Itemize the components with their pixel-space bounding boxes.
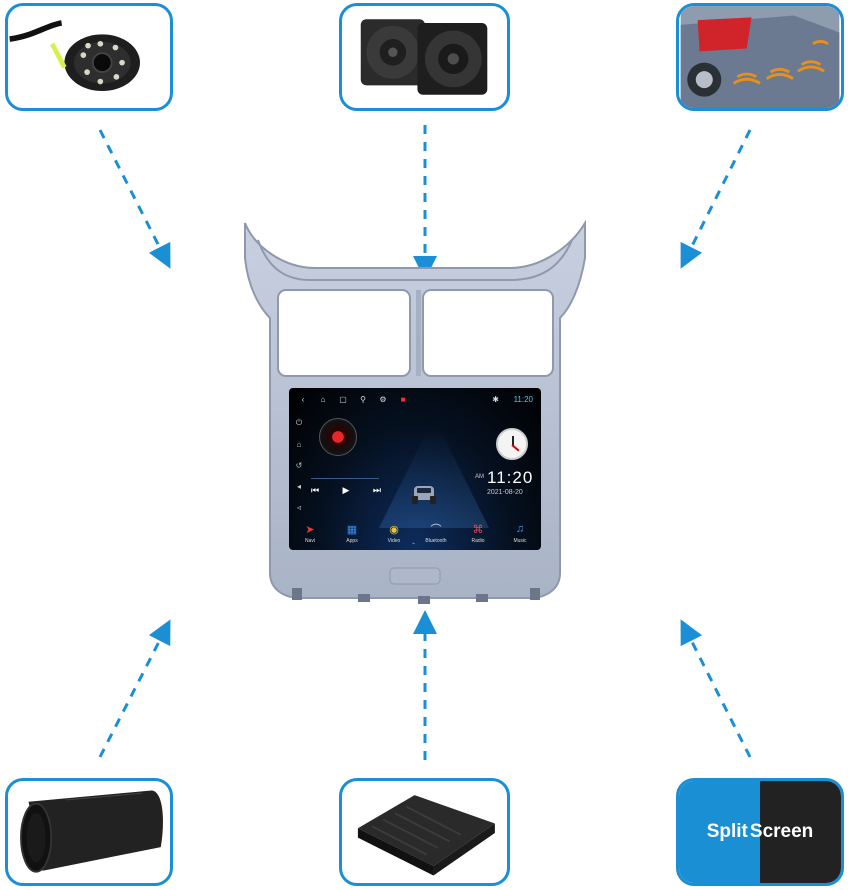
play-icon[interactable]: ▶ [342, 485, 350, 495]
screen-word: Screen [749, 821, 814, 842]
analog-clock [496, 428, 528, 460]
ampm-label: AM [475, 474, 484, 480]
split-screen-label: Split Screen [679, 781, 841, 883]
back-side-icon[interactable]: ↺ [295, 461, 303, 470]
side-controls: ⏻ ⌂ ↺ ◂ ◃ [293, 418, 305, 512]
date-label: 2021-08-20 [487, 489, 523, 496]
digital-time: 11:20 [487, 468, 534, 487]
speakers-icon [360, 19, 488, 95]
next-icon[interactable]: ⏭ [372, 485, 381, 495]
dock-item-radio[interactable]: ⌘ Radio [471, 523, 485, 545]
music-controls: ⏮ ▶ ⏭ [311, 485, 381, 496]
volume-up-icon[interactable]: ◂ [296, 482, 301, 491]
parking-sensor-icon [680, 6, 840, 108]
tune-icon[interactable]: ⚲ [360, 394, 366, 404]
navigation-icon: ➤ [305, 523, 315, 536]
arrow-sensor [680, 129, 752, 269]
music-icon: ♫ [515, 523, 525, 535]
app-shortcut-icon[interactable]: ■ [400, 394, 406, 404]
back-icon[interactable]: ‹ [301, 394, 305, 404]
bluetooth-status-icon: ✱ [492, 394, 499, 404]
head-unit-screen[interactable]: ‹ ⌂ ▢ ⚲ ⚙ ■ ✱ 11:20 ⏻ ⌂ ↺ ◂ ◃ ⏮ ▶ ⏭ [289, 388, 541, 550]
music-disc-icon[interactable] [319, 418, 357, 456]
power-icon[interactable]: ⏻ [295, 418, 303, 427]
arrow-split [680, 619, 752, 758]
dock-item-bluetooth[interactable]: ⌒ Bluetooth [425, 524, 447, 544]
bluetooth-icon: ⌒ [430, 524, 442, 536]
status-bar: ‹ ⌂ ▢ ⚲ ⚙ ■ ✱ 11:20 [289, 388, 541, 410]
dock-item-video[interactable]: ◉ Video [387, 523, 401, 545]
road-graphic [379, 428, 489, 528]
settings-icon[interactable]: ⚙ [379, 394, 387, 404]
music-progress[interactable] [311, 478, 379, 479]
radio-icon: ⌘ [472, 523, 484, 536]
arrow-camera [98, 129, 171, 269]
car-icon [412, 486, 436, 504]
apps-grid-icon: ▦ [346, 523, 358, 536]
split-word: Split [706, 821, 748, 842]
dock-item-music[interactable]: ♫ Music [513, 523, 527, 544]
dock-item-apps[interactable]: ▦ Apps [346, 523, 358, 545]
amplifier-tile[interactable] [339, 778, 510, 886]
home-side-icon[interactable]: ⌂ [296, 440, 302, 449]
video-icon: ◉ [389, 523, 399, 536]
amplifier-icon [357, 795, 495, 876]
speaker-tile[interactable] [339, 3, 510, 111]
split-right-panel [760, 781, 841, 883]
parking-sensor-tile[interactable] [676, 3, 844, 111]
subwoofer-tile[interactable] [5, 778, 173, 886]
recent-apps-icon[interactable]: ▢ [339, 394, 347, 404]
split-screen-tile[interactable]: Split Screen [676, 778, 844, 886]
dock-item-navi[interactable]: ➤ Navi [304, 523, 315, 545]
home-icon[interactable]: ⌂ [320, 394, 326, 404]
subwoofer-icon [20, 790, 163, 873]
arrow-subwoofer [98, 619, 171, 758]
app-dock: ➤ Navi ▦ Apps ◉ Video ⌒ Bluetooth ⌘ Radi… [289, 522, 541, 544]
status-clock: 11:20 [513, 394, 533, 404]
rear-camera-icon [9, 20, 140, 91]
camera-tile[interactable] [5, 3, 173, 111]
volume-down-icon[interactable]: ◃ [296, 503, 301, 512]
dock-handle-icon[interactable]: ⌃ [411, 543, 417, 549]
split-left-panel [679, 781, 760, 883]
head-unit: ‹ ⌂ ▢ ⚲ ⚙ ■ ✱ 11:20 ⏻ ⌂ ↺ ◂ ◃ ⏮ ▶ ⏭ [240, 218, 590, 608]
previous-icon[interactable]: ⏮ [311, 485, 320, 495]
